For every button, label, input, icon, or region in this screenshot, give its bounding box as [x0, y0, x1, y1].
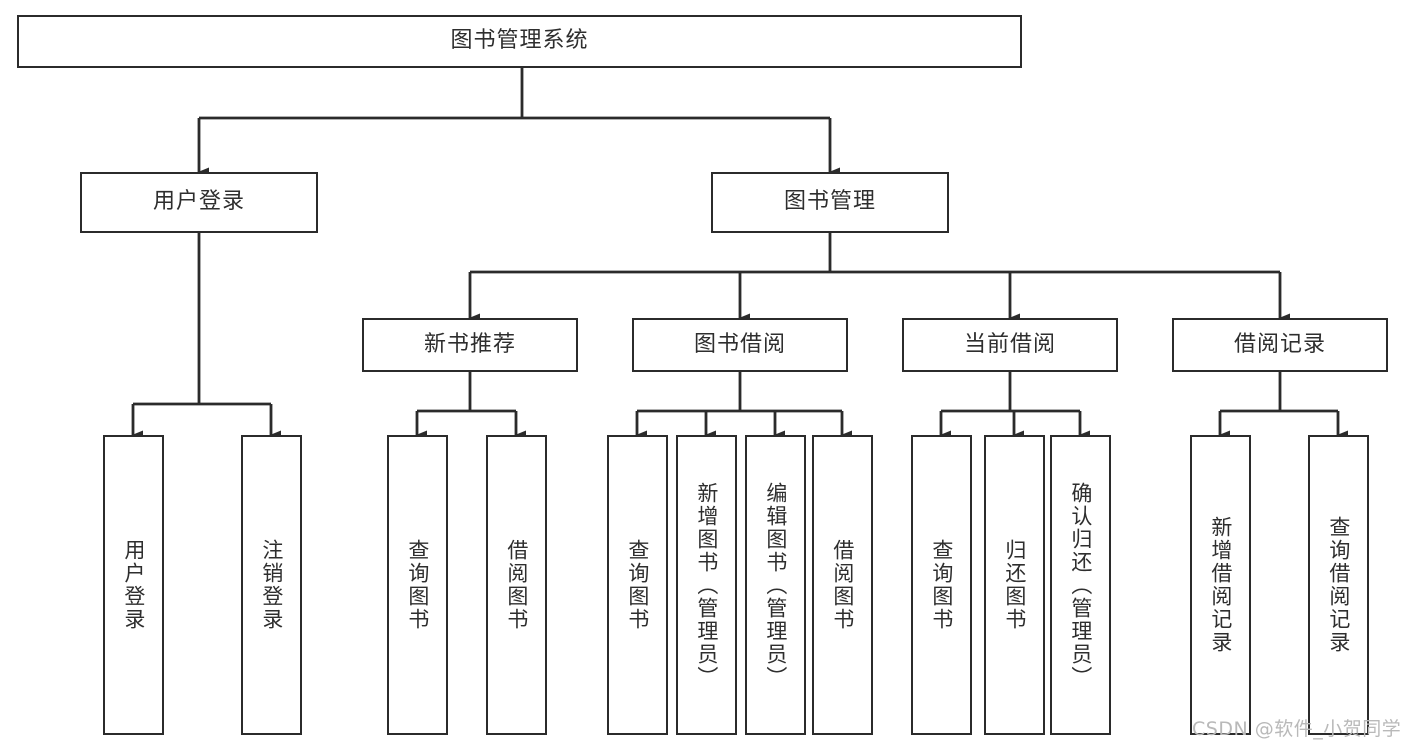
- node-label: 归还图书: [1002, 539, 1027, 631]
- node-leaf-query-book-current[interactable]: 查询图书: [911, 435, 972, 735]
- node-label: 用户登录: [121, 539, 146, 631]
- node-leaf-confirm-return[interactable]: 确认归还（管理员）: [1050, 435, 1111, 735]
- node-new-book-recommend[interactable]: 新书推荐: [362, 318, 578, 372]
- node-leaf-borrow-book[interactable]: 借阅图书: [812, 435, 873, 735]
- node-label: 新增图书（管理员）: [694, 481, 719, 689]
- node-label: 编辑图书（管理员）: [763, 481, 788, 689]
- node-label: 借阅图书: [504, 539, 529, 631]
- node-label: 注销登录: [259, 539, 284, 631]
- node-label: 图书管理系统: [450, 28, 589, 54]
- node-leaf-query-book-recommend[interactable]: 查询图书: [387, 435, 448, 735]
- node-root[interactable]: 图书管理系统: [17, 15, 1022, 68]
- node-label: 查询图书: [929, 539, 954, 631]
- node-leaf-borrow-book-recommend[interactable]: 借阅图书: [486, 435, 547, 735]
- node-borrow-record[interactable]: 借阅记录: [1172, 318, 1388, 372]
- node-leaf-user-login[interactable]: 用户登录: [103, 435, 164, 735]
- node-label: 用户登录: [152, 189, 245, 215]
- node-leaf-edit-book[interactable]: 编辑图书（管理员）: [745, 435, 806, 735]
- node-leaf-query-record[interactable]: 查询借阅记录: [1308, 435, 1369, 735]
- watermark-text: CSDN @软件_小贺同学: [1192, 718, 1402, 740]
- node-label: 图书借阅: [693, 331, 786, 357]
- node-label: 确认归还（管理员）: [1068, 481, 1093, 689]
- node-leaf-query-book-borrow[interactable]: 查询图书: [607, 435, 668, 735]
- node-label: 借阅记录: [1233, 331, 1326, 357]
- connector-lines: [131, 68, 1348, 440]
- node-label: 新增借阅记录: [1208, 516, 1233, 654]
- node-label: 查询图书: [625, 539, 650, 631]
- node-book-borrow[interactable]: 图书借阅: [632, 318, 848, 372]
- node-leaf-add-record[interactable]: 新增借阅记录: [1190, 435, 1251, 735]
- node-label: 新书推荐: [423, 331, 516, 357]
- node-label: 图书管理: [783, 189, 876, 215]
- node-leaf-logout[interactable]: 注销登录: [241, 435, 302, 735]
- node-current-borrow[interactable]: 当前借阅: [902, 318, 1118, 372]
- node-label: 查询借阅记录: [1326, 516, 1351, 654]
- node-label: 查询图书: [405, 539, 430, 631]
- node-leaf-add-book[interactable]: 新增图书（管理员）: [676, 435, 737, 735]
- node-book-manage[interactable]: 图书管理: [711, 172, 949, 233]
- node-user-login[interactable]: 用户登录: [80, 172, 318, 233]
- node-label: 当前借阅: [963, 331, 1056, 357]
- node-leaf-return-book[interactable]: 归还图书: [984, 435, 1045, 735]
- node-label: 借阅图书: [830, 539, 855, 631]
